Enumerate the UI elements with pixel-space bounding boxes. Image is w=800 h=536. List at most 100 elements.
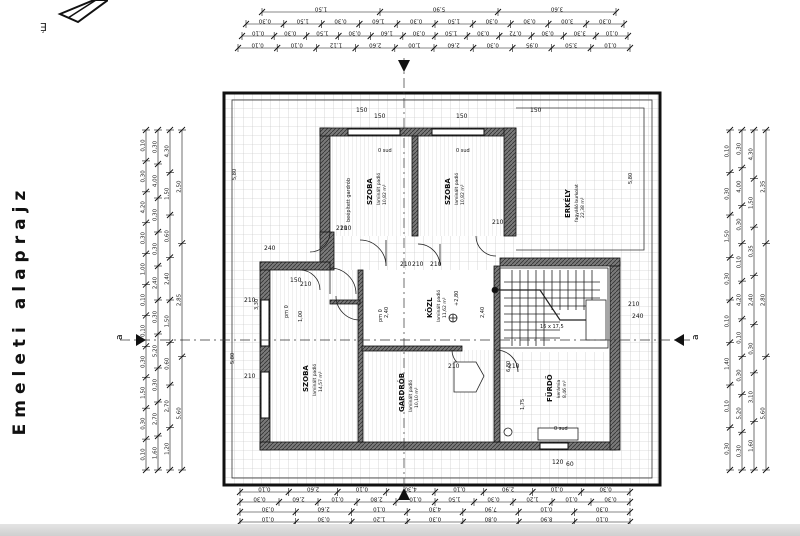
dimension-label: 3,50 bbox=[565, 42, 578, 48]
dimension-label: 5,60 bbox=[761, 407, 767, 420]
dimension-label: 5,20 bbox=[737, 407, 743, 420]
dimension-label: 0,30 bbox=[477, 30, 490, 36]
dimension-label: 1,00 bbox=[408, 42, 421, 48]
dimension-label: 3,30 bbox=[573, 30, 586, 36]
dimension-lines-left: 2,502,855,604,301,500,602,401,500,602,70… bbox=[141, 126, 186, 474]
interior-dimension: 2,40 bbox=[480, 307, 486, 318]
balcony-outline bbox=[516, 107, 645, 251]
dimension-label: 4,00 bbox=[737, 180, 743, 193]
room-label-kozl: KÖZL bbox=[425, 297, 434, 318]
dimension-label: 0,30 bbox=[737, 369, 743, 382]
dimension-label: 1,50 bbox=[165, 187, 171, 200]
note-stair-height: +2,80 bbox=[454, 291, 460, 306]
dimension-label: 0,30 bbox=[141, 417, 147, 430]
door-label: 120 bbox=[552, 459, 564, 466]
room-sub-szoba3: laminált padló bbox=[311, 364, 318, 396]
dimension-label: 4,30 bbox=[404, 486, 417, 492]
dimension-label: 4,30 bbox=[749, 148, 755, 161]
note-opening-c: 0 sud bbox=[554, 426, 568, 432]
dimension-label: 0,72 bbox=[509, 30, 521, 36]
dimension-label: 0,10 bbox=[565, 496, 578, 502]
dimension-label: 2,35 bbox=[761, 180, 767, 193]
note-pm-b: pm 0 bbox=[378, 309, 384, 322]
dimension-label: 1,60 bbox=[380, 30, 393, 36]
room-area-szoba1: 10,82 m² bbox=[382, 184, 388, 205]
dimension-label: 0,10 bbox=[251, 30, 264, 36]
dimension-label: 1,20 bbox=[373, 516, 386, 522]
interior-dimension: 1,75 bbox=[520, 399, 526, 410]
dimension-label: 0,10 bbox=[141, 293, 147, 306]
dimension-label: 0,30 bbox=[141, 170, 147, 183]
walls bbox=[259, 127, 621, 451]
dimension-label: 1,60 bbox=[372, 18, 385, 24]
dimension-label: 0,30 bbox=[141, 355, 147, 368]
room-area-szoba3: 14,57 m² bbox=[318, 371, 324, 392]
dimension-label: 0,10 bbox=[550, 486, 563, 492]
room-sub-kozl: laminált padló bbox=[435, 290, 442, 322]
dimension-label: 0,10 bbox=[261, 516, 274, 522]
dimension-label: 3,00 bbox=[561, 18, 574, 24]
dimension-label: 0,30 bbox=[141, 232, 147, 245]
room-area-furdo: 8,46 m² bbox=[562, 380, 568, 398]
room-sub-szoba1: laminált padló bbox=[375, 173, 382, 205]
room-sub-furdo: kerámia bbox=[555, 380, 562, 398]
door-label: 210 bbox=[448, 363, 460, 370]
dimension-label: 4,30 bbox=[428, 506, 441, 512]
interior-dimension: 2,40 bbox=[384, 307, 390, 318]
dimension-label: 0,10 bbox=[737, 331, 743, 344]
dimension-label: 2,40 bbox=[165, 272, 171, 285]
dimension-label: 0,30 bbox=[487, 496, 500, 502]
dimension-label: 1,50 bbox=[444, 30, 457, 36]
dimension-label: 0,30 bbox=[737, 142, 743, 155]
room-sub-gardrob: laminált padló bbox=[407, 380, 414, 412]
dimension-label: 0,10 bbox=[141, 324, 147, 337]
dimension-label: 2,60 bbox=[307, 486, 320, 492]
dimension-label: 0,10 bbox=[725, 400, 731, 413]
interior-dimension: 3,30 bbox=[254, 299, 260, 310]
dimension-label: 5,90 bbox=[432, 6, 445, 12]
interior-dimension: 5,80 bbox=[232, 169, 238, 180]
dimension-label: 0,30 bbox=[725, 272, 731, 285]
door-label: 210 bbox=[628, 301, 640, 308]
dimension-label: 0,30 bbox=[153, 242, 159, 255]
dimension-label: 0,10 bbox=[737, 256, 743, 269]
dimension-label: 0,30 bbox=[428, 516, 441, 522]
room-label-szoba3: SZOBA bbox=[302, 365, 310, 392]
note-closet: beépített gardrób bbox=[345, 178, 352, 222]
bathroom-fixtures bbox=[453, 299, 607, 441]
dimension-label: 5,60 bbox=[177, 407, 183, 420]
dimension-label: 4,30 bbox=[165, 145, 171, 158]
room-label-szoba2: SZOBA bbox=[444, 178, 452, 205]
dimension-label: 0,10 bbox=[725, 315, 731, 328]
interior-dimension: 1,00 bbox=[298, 311, 304, 322]
interior-dimension: 6,80 bbox=[506, 361, 512, 372]
room-label-erkely: ERKÉLY bbox=[563, 188, 572, 218]
door-label: 210 bbox=[400, 261, 412, 268]
dimension-label: 2,60 bbox=[292, 496, 305, 502]
dimension-label: 1,00 bbox=[141, 262, 147, 275]
room-area-erkely: 22,38 m² bbox=[580, 197, 586, 218]
dimension-label: 1,50 bbox=[749, 196, 755, 209]
dimension-label: 0,30 bbox=[153, 208, 159, 221]
dimension-label: 0,30 bbox=[258, 18, 271, 24]
dimension-label: 7,90 bbox=[484, 506, 497, 512]
dimension-label: 0,30 bbox=[725, 187, 731, 200]
dimension-label: 0,35 bbox=[749, 245, 755, 258]
dimension-label: 4,00 bbox=[153, 174, 159, 187]
dimension-label: 0,95 bbox=[525, 42, 538, 48]
dimension-label: 0,30 bbox=[334, 18, 347, 24]
dimension-label: 0,30 bbox=[253, 496, 266, 502]
dimension-label: 0,10 bbox=[453, 486, 466, 492]
dimension-label: 0,10 bbox=[596, 516, 609, 522]
dimension-label: 0,10 bbox=[604, 42, 617, 48]
dimension-label: 2,60 bbox=[447, 42, 460, 48]
dimension-label: 1,50 bbox=[296, 18, 309, 24]
dimension-label: 1,50 bbox=[448, 496, 461, 502]
dimension-label: 0,30 bbox=[486, 42, 499, 48]
dimension-label: 0,80 bbox=[484, 516, 497, 522]
interior-dimension: 5,80 bbox=[628, 173, 634, 184]
dimension-label: 1,20 bbox=[165, 442, 171, 455]
